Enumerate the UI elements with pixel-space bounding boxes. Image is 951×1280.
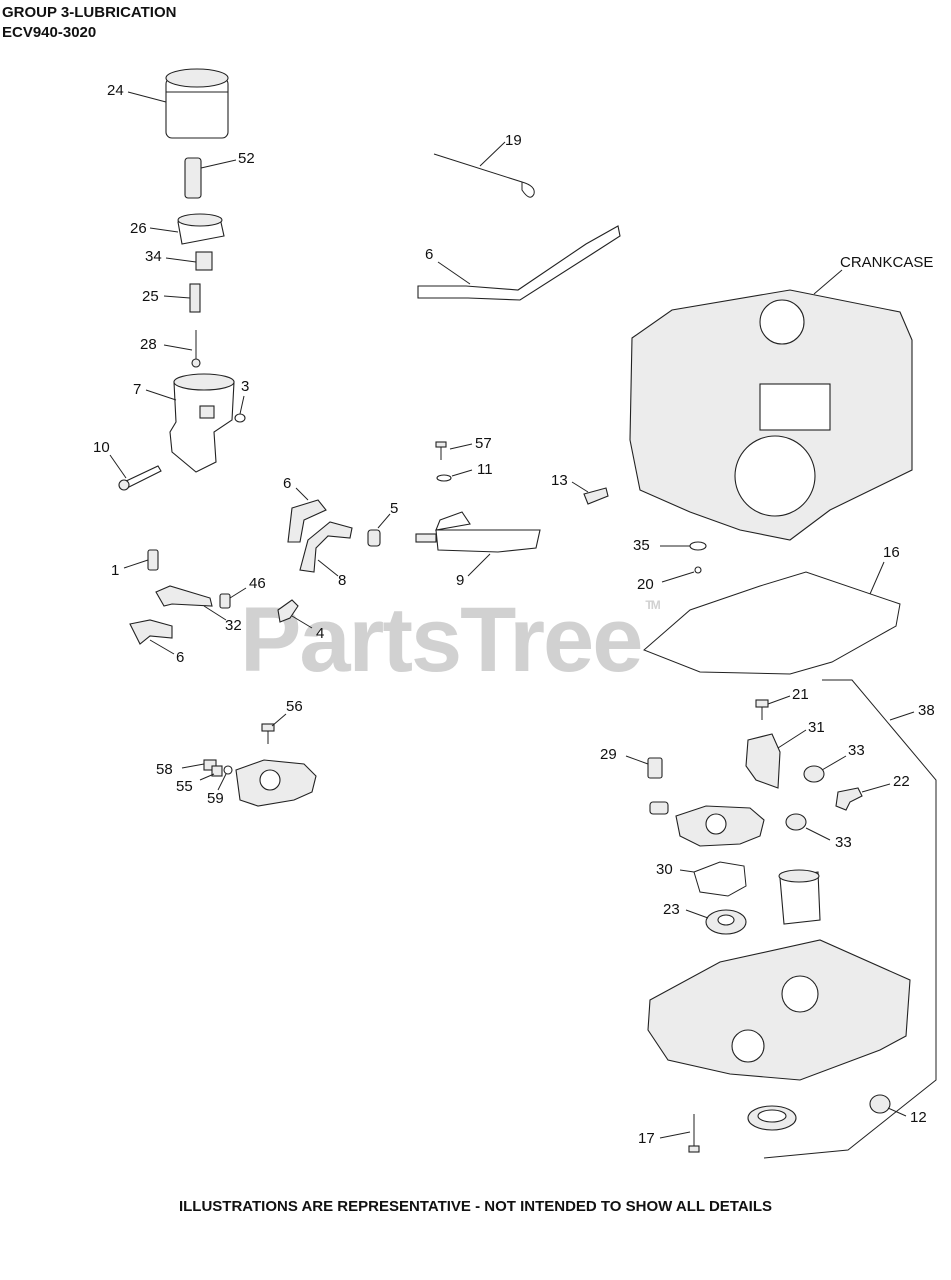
part-30-gasket[interactable]	[679, 861, 747, 897]
diagram-title: GROUP 3-LUBRICATION	[2, 4, 177, 21]
part-46-clip[interactable]	[219, 587, 247, 609]
part-10-bolt[interactable]	[109, 454, 162, 491]
callout-17: 17	[638, 1130, 655, 1147]
part-6-hose-lower[interactable]	[129, 619, 175, 655]
watermark-tm: TM	[645, 598, 660, 612]
part-31-oil-pickup[interactable]	[745, 729, 807, 789]
part-13-sensor[interactable]	[571, 481, 609, 505]
part-5-clamp[interactable]	[367, 513, 391, 547]
part-7-filter-adapter[interactable]	[145, 373, 235, 473]
callout-28: 28	[140, 336, 157, 353]
callout-crankcase: CRANKCASE	[840, 254, 934, 271]
part-28-pin[interactable]	[163, 330, 201, 368]
callout-25: 25	[142, 288, 159, 305]
callout-57: 57	[475, 435, 492, 452]
part-1-fitting[interactable]	[123, 549, 159, 571]
part-3-o-ring[interactable]	[234, 395, 246, 423]
part-55-spring[interactable]	[199, 765, 223, 781]
callout-55: 55	[176, 778, 193, 795]
part-38-group-bracket[interactable]	[763, 679, 937, 1159]
part-crankcase[interactable]	[629, 269, 913, 541]
callout-46: 46	[249, 575, 266, 592]
callout-52: 52	[238, 150, 255, 167]
part-21-bolt[interactable]	[755, 695, 791, 720]
callout-33-lower: 33	[835, 834, 852, 851]
callout-56: 56	[286, 698, 303, 715]
watermark-text: PartsTree	[240, 589, 643, 691]
oil-seal[interactable]	[747, 1105, 797, 1131]
callout-35: 35	[633, 537, 650, 554]
part-6-hose-upper[interactable]	[287, 487, 327, 543]
callout-29: 29	[600, 746, 617, 763]
part-20-ball[interactable]	[661, 566, 702, 583]
callout-26: 26	[130, 220, 147, 237]
callout-58: 58	[156, 761, 173, 778]
part-59-ball[interactable]	[217, 765, 233, 791]
callout-20: 20	[637, 576, 654, 593]
part-33-plug-lower[interactable]	[785, 813, 831, 841]
callout-32: 32	[225, 617, 242, 634]
part-11-washer[interactable]	[436, 469, 473, 482]
callout-31: 31	[808, 719, 825, 736]
callout-4: 4	[316, 625, 325, 642]
callout-5: 5	[390, 500, 399, 517]
callout-16: 16	[883, 544, 900, 561]
callout-33-upper: 33	[848, 742, 865, 759]
callout-21: 21	[792, 686, 809, 703]
part-52-nipple[interactable]	[184, 157, 237, 199]
part-35-o-ring[interactable]	[660, 541, 707, 551]
callout-8: 8	[338, 572, 347, 589]
oil-pump-assembly-right[interactable]	[649, 801, 765, 847]
callout-6-hose-lower: 6	[176, 649, 185, 666]
part-12-plug[interactable]	[869, 1094, 907, 1117]
part-25-spring[interactable]	[163, 283, 201, 313]
callout-38: 38	[918, 702, 935, 719]
part-8-hose[interactable]	[299, 521, 353, 577]
callout-12: 12	[910, 1109, 927, 1126]
oil-pump-assembly-left[interactable]	[235, 759, 317, 807]
part-19-dipstick[interactable]	[433, 141, 535, 198]
callout-30: 30	[656, 861, 673, 878]
callout-13: 13	[551, 472, 568, 489]
callout-10: 10	[93, 439, 110, 456]
callout-23: 23	[663, 901, 680, 918]
part-24-oil-filter[interactable]	[127, 68, 229, 139]
part-33-plug-upper[interactable]	[803, 755, 847, 783]
part-4-elbow[interactable]	[277, 599, 313, 629]
callout-3: 3	[241, 378, 250, 395]
callout-1: 1	[111, 562, 120, 579]
part-17-bolt[interactable]	[659, 1114, 700, 1153]
part-9-oil-cooler[interactable]	[415, 511, 541, 577]
callout-7: 7	[133, 381, 142, 398]
part-23-bearing[interactable]	[685, 909, 747, 935]
callout-6-hose-upper: 6	[283, 475, 292, 492]
callout-11: 11	[477, 461, 493, 478]
bushing[interactable]	[778, 869, 821, 925]
callout-19: 19	[505, 132, 522, 149]
callout-6-dipstick-tube: 6	[425, 246, 434, 263]
part-58-spring[interactable]	[181, 759, 217, 771]
oil-pan[interactable]	[647, 939, 911, 1081]
disclaimer-footer: ILLUSTRATIONS ARE REPRESENTATIVE - NOT I…	[178, 1198, 773, 1215]
part-57-bolt[interactable]	[435, 441, 473, 460]
model-number: ECV940-3020	[2, 24, 97, 41]
part-29-sensor[interactable]	[625, 755, 663, 779]
part-34-spring[interactable]	[165, 251, 213, 271]
part-32-hose[interactable]	[155, 585, 227, 621]
part-26-cap[interactable]	[149, 213, 225, 245]
callout-24: 24	[107, 82, 124, 99]
part-22-elbow[interactable]	[835, 783, 891, 811]
callout-22: 22	[893, 773, 910, 790]
part-16-gasket[interactable]	[643, 561, 901, 675]
part-56-bolt[interactable]	[261, 713, 287, 744]
callout-9: 9	[456, 572, 465, 589]
callout-34: 34	[145, 248, 162, 265]
part-6-dipstick-tube[interactable]	[417, 225, 621, 301]
callout-59: 59	[207, 790, 224, 807]
